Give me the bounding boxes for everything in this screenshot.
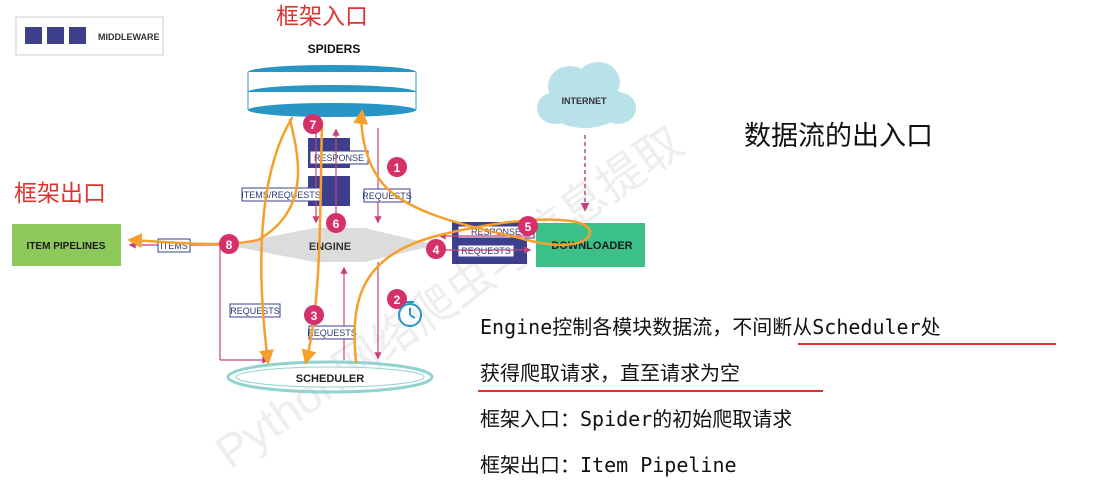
svg-text:4: 4: [433, 243, 440, 257]
step-badge-5: 5: [518, 216, 538, 236]
timer-icon: [398, 301, 422, 327]
note-line-4-text: 框架出口：Item Pipeline: [480, 453, 737, 477]
flow-label-items-requests: ITEMS/REQUESTS: [241, 187, 321, 202]
spiders-node: SPIDERS: [247, 42, 417, 117]
svg-text:REQUESTS: REQUESTS: [230, 306, 280, 316]
response-top-label: RESPONSE: [314, 153, 364, 163]
legend-label: MIDDLEWARE: [98, 32, 160, 42]
internet-label: INTERNET: [562, 96, 608, 106]
note-line-3: 框架入口：Spider的初始爬取请求: [480, 403, 1080, 449]
internet-cloud: INTERNET: [537, 62, 636, 128]
note-line-1-plain: Engine控制各模块数据流，: [480, 315, 733, 339]
step-badges: 1 2 3 4 5 6 7 8: [219, 114, 538, 325]
svg-text:REQUESTS: REQUESTS: [307, 328, 357, 338]
step-badge-2: 2: [387, 289, 407, 309]
notes-block: Engine控制各模块数据流，不间断从Scheduler处 获得爬取请求，直至请…: [478, 311, 1080, 495]
note-line-1: Engine控制各模块数据流，不间断从Scheduler处: [480, 311, 1080, 357]
note-line-2-text: 获得爬取请求，直至请求为空: [480, 361, 740, 385]
step-badge-7: 7: [303, 114, 323, 134]
flow-label-requests-left: REQUESTS: [229, 303, 281, 318]
legend-swatch-2: [47, 27, 64, 44]
svg-text:8: 8: [226, 238, 233, 252]
svg-text:2: 2: [394, 293, 401, 307]
svg-text:5: 5: [525, 220, 532, 234]
note-line-1-red: 不间断从Scheduler处: [732, 315, 941, 339]
note-line-2: 获得爬取请求，直至请求为空: [478, 357, 1080, 403]
legend-swatch-3: [69, 27, 86, 44]
spiders-label: SPIDERS: [308, 42, 361, 56]
item-pipelines-node: ITEM PIPELINES: [12, 224, 121, 266]
legend-swatch-1: [25, 27, 42, 44]
requests-mid-label: REQUESTS: [461, 246, 511, 256]
framework-exit-annotation: 框架出口: [14, 181, 106, 207]
step-badge-8: 8: [219, 234, 239, 254]
orange-flow-lines: [127, 109, 592, 365]
note-line-4: 框架出口：Item Pipeline: [480, 449, 1080, 495]
flow-label-requests-bottom: REQUESTS: [307, 325, 357, 340]
spider-middleware: RESPONSE: [308, 138, 369, 206]
step-badge-1: 1: [387, 157, 407, 177]
engine-node: ENGINE: [226, 228, 436, 262]
slide-title: 数据流的出入口: [744, 121, 933, 152]
note-line-3-text: 框架入口：Spider的初始爬取请求: [480, 407, 793, 431]
svg-text:1: 1: [394, 161, 401, 175]
framework-entry-annotation: 框架入口: [276, 4, 368, 30]
svg-text:6: 6: [333, 217, 340, 231]
svg-text:ITEMS/REQUESTS: ITEMS/REQUESTS: [241, 190, 321, 200]
svg-text:REQUESTS: REQUESTS: [362, 191, 412, 201]
scheduler-label: SCHEDULER: [296, 373, 365, 385]
step-badge-3: 3: [304, 305, 324, 325]
step-badge-6: 6: [326, 213, 346, 233]
svg-text:ITEMS: ITEMS: [160, 241, 188, 251]
item-pipelines-label: ITEM PIPELINES: [27, 241, 106, 252]
engine-label: ENGINE: [309, 241, 351, 253]
underline-1: [798, 343, 1056, 345]
scheduler-node: SCHEDULER: [226, 360, 434, 394]
svg-text:3: 3: [311, 309, 318, 323]
underline-2: [478, 390, 823, 392]
svg-text:7: 7: [310, 118, 317, 132]
middleware-legend: MIDDLEWARE: [15, 16, 164, 56]
step-badge-4: 4: [426, 239, 446, 259]
